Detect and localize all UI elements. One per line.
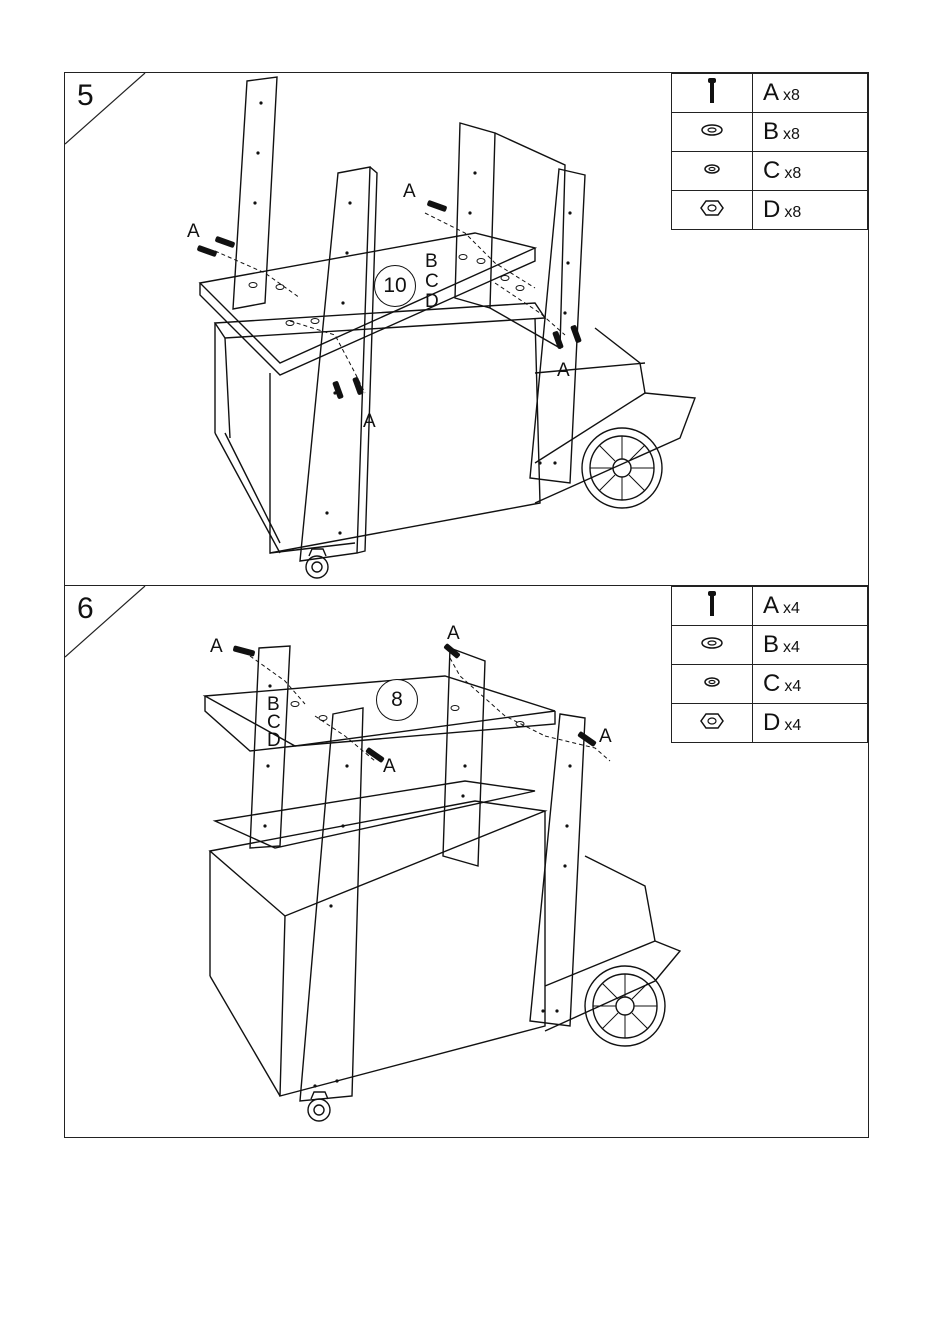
hex-nut-icon (672, 191, 753, 230)
flat-washer-icon (672, 113, 753, 152)
part-quantity: x4 (784, 717, 801, 734)
callout-a: A (187, 221, 200, 243)
spring-washer-icon (672, 665, 753, 704)
part-quantity: x8 (784, 204, 801, 221)
part-quantity: x8 (783, 87, 800, 104)
spring-washer-icon (672, 152, 753, 191)
panel-count-badge: 8 (376, 679, 418, 721)
callout-c: C (425, 271, 439, 293)
step-number: 5 (77, 79, 94, 113)
callout-a: A (363, 411, 376, 433)
part-quantity: x4 (784, 678, 801, 695)
part-letter: D (763, 196, 780, 223)
part-letter: A (763, 592, 779, 619)
part-letter: D (763, 709, 780, 736)
callout-a: A (383, 756, 396, 778)
callout-d: D (425, 291, 439, 313)
part-letter: C (763, 157, 780, 184)
hex-nut-icon (672, 704, 753, 743)
part-quantity: x4 (783, 639, 800, 656)
part-letter: B (763, 631, 779, 658)
callout-a: A (447, 623, 460, 645)
callout-d: D (267, 730, 281, 752)
part-quantity: x8 (783, 126, 800, 143)
part-letter: B (763, 118, 779, 145)
part-letter: C (763, 670, 780, 697)
step-number: 6 (77, 592, 94, 626)
callout-a: A (210, 636, 223, 658)
callout-a: A (557, 360, 570, 382)
callout-b: B (425, 251, 438, 273)
part-letter: A (763, 79, 779, 106)
bolt-icon (672, 74, 753, 113)
part-quantity: x4 (783, 600, 800, 617)
callout-a: A (599, 726, 612, 748)
bolt-icon (672, 587, 753, 626)
flat-washer-icon (672, 626, 753, 665)
panel-count-badge: 10 (374, 265, 416, 307)
callout-a: A (403, 181, 416, 203)
part-quantity: x8 (784, 165, 801, 182)
